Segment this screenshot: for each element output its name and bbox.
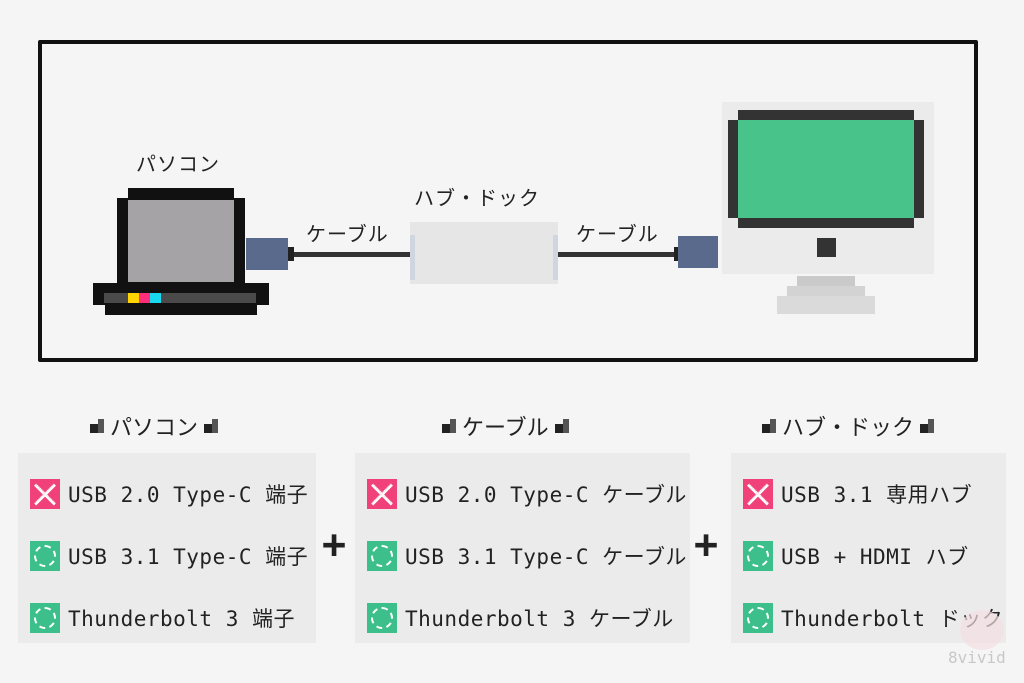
section-title-text: ハブ・ドック: [782, 416, 915, 441]
laptop-icon: [128, 188, 234, 198]
section-title-cable: ケーブル: [442, 410, 569, 442]
monitor-screen: [738, 120, 914, 218]
plug-tip-left: [288, 247, 294, 261]
laptop-keyboard-strip: [104, 293, 256, 303]
section-title-hub: ハブ・ドック: [762, 410, 935, 442]
monitor-stand-base: [777, 296, 875, 314]
cable-right: [558, 252, 676, 257]
circle-icon: [367, 603, 397, 633]
item-text: Thunderbolt 3 端子: [68, 607, 296, 631]
cross-icon: [743, 479, 773, 509]
list-item: Thunderbolt ドック: [743, 587, 1003, 649]
laptop-screen: [128, 200, 234, 282]
watermark: 8vivid: [948, 648, 1006, 667]
pixel-bullet-icon: [920, 419, 935, 433]
list-item: Thunderbolt 3 端子: [30, 587, 304, 649]
pixel-bullet-icon: [554, 419, 569, 433]
section-title-pc: パソコン: [90, 410, 219, 442]
cable-right-label: ケーブル: [576, 222, 659, 246]
plug-tip-right: [674, 247, 680, 261]
monitor-bezel-bottom: [738, 218, 914, 228]
monitor-stand-neck: [797, 276, 855, 286]
list-item: USB + HDMI ハブ: [743, 525, 994, 587]
cable-left: [294, 252, 410, 257]
plus-operator: +: [694, 522, 719, 568]
circle-icon: [743, 541, 773, 571]
monitor-stand-mid: [787, 286, 865, 296]
watermark-mascot-icon: [960, 610, 1004, 650]
pixel-bullet-icon: [90, 419, 104, 433]
item-text: USB 2.0 Type-C 端子: [68, 483, 309, 507]
list-item: Thunderbolt 3 ケーブル: [367, 587, 678, 649]
item-text: Thunderbolt 3 ケーブル: [405, 607, 674, 631]
usb-plug-right-icon: [678, 236, 718, 268]
pc-label: パソコン: [136, 152, 220, 176]
hub-dock-icon: [410, 222, 558, 284]
hub-label: ハブ・ドック: [414, 186, 540, 210]
panel-cable: USB 2.0 Type-C ケーブル USB 3.1 Type-C ケーブル …: [355, 453, 690, 643]
laptop-base-bottom: [105, 305, 257, 315]
hub-port-right: [553, 235, 558, 280]
section-title-text: ケーブル: [462, 416, 549, 441]
led-magenta-icon: [139, 293, 150, 303]
panel-hub: USB 3.1 専用ハブ USB + HDMI ハブ Thunderbolt ド…: [731, 453, 1006, 643]
list-item: USB 2.0 Type-C ケーブル: [367, 463, 686, 525]
cable-left-label: ケーブル: [306, 222, 389, 246]
section-title-text: パソコン: [110, 416, 199, 441]
panel-pc: USB 2.0 Type-C 端子 USB 3.1 Type-C 端子 Thun…: [18, 453, 316, 643]
usb-plug-left-icon: [246, 238, 288, 270]
item-text: USB 2.0 Type-C ケーブル: [405, 483, 687, 507]
cross-icon: [30, 479, 60, 509]
pixel-bullet-icon: [762, 419, 776, 433]
list-item: USB 3.1 Type-C ケーブル: [367, 525, 686, 587]
list-item: USB 2.0 Type-C 端子: [30, 463, 308, 525]
list-item: USB 3.1 専用ハブ: [743, 463, 994, 525]
monitor-bezel-top: [738, 110, 914, 120]
item-text: USB 3.1 Type-C ケーブル: [405, 545, 687, 569]
circle-icon: [743, 603, 773, 633]
circle-icon: [30, 603, 60, 633]
led-cyan-icon: [150, 293, 161, 303]
circle-icon: [367, 541, 397, 571]
circle-icon: [30, 541, 60, 571]
monitor-button-icon: [817, 238, 836, 257]
pixel-bullet-icon: [442, 419, 456, 433]
hub-port-left: [410, 235, 415, 280]
pixel-bullet-icon: [204, 419, 219, 433]
led-yellow-icon: [128, 293, 139, 303]
cross-icon: [367, 479, 397, 509]
item-text: USB 3.1 専用ハブ: [781, 483, 973, 507]
item-text: USB + HDMI ハブ: [781, 545, 969, 569]
list-item: USB 3.1 Type-C 端子: [30, 525, 308, 587]
item-text: USB 3.1 Type-C 端子: [68, 545, 309, 569]
plus-operator: +: [322, 522, 347, 568]
